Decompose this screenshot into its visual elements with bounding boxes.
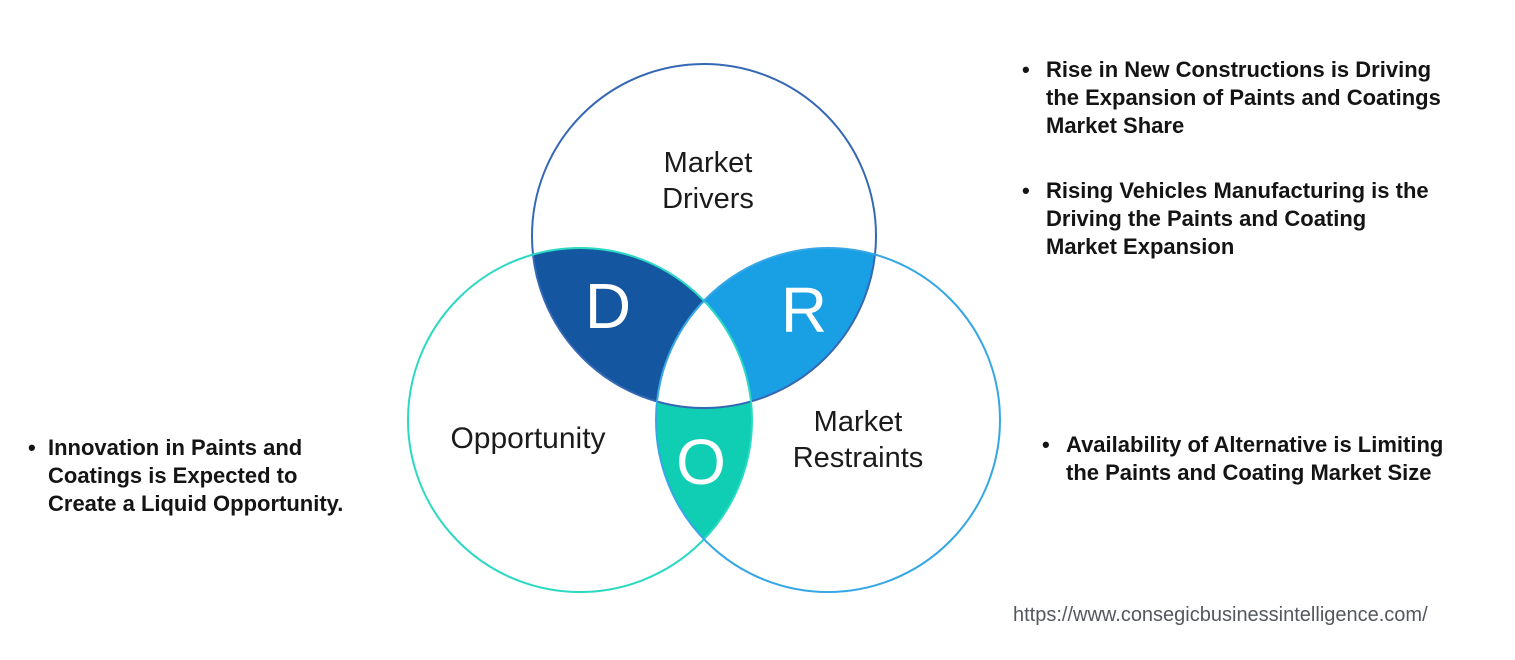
note-line: Rising Vehicles Manufacturing is the: [1046, 178, 1429, 203]
source-url: https://www.consegicbusinessintelligence…: [1013, 604, 1428, 626]
opportunity-label-line1: Opportunity: [450, 422, 606, 455]
restraints-circle-outline: [655, 247, 1001, 593]
restraints-overlap-letter: R: [780, 274, 828, 346]
restraints-label-line2: Restraints: [792, 442, 924, 474]
note-line: Create a Liquid Opportunity.: [48, 491, 344, 516]
drivers-opportunity-overlap: [532, 248, 752, 408]
bullet-icon: •: [28, 435, 36, 460]
market-drivers-notes: • Rise in New Constructions is Driving t…: [1022, 56, 1462, 261]
note-line: Coatings is Expected to: [48, 463, 298, 488]
note-line: Market Share: [1046, 113, 1185, 138]
note-line: Market Expansion: [1046, 234, 1235, 259]
restraints-label-line1: Market: [813, 406, 903, 438]
drivers-overlap-letter: D: [584, 270, 632, 342]
bullet-item: • Rise in New Constructions is Driving t…: [1022, 56, 1462, 140]
market-restraints-note: • Availability of Alternative is Limitin…: [1042, 431, 1472, 487]
drivers-restraints-overlap: [656, 248, 876, 408]
drivers-circle-outline: [531, 63, 877, 409]
note-line: Innovation in Paints and: [48, 435, 303, 460]
opportunity-note: • Innovation in Paints and Coatings is E…: [28, 434, 368, 518]
note-line: the Expansion of Paints and Coatings: [1046, 85, 1441, 110]
opportunity-circle-outline: [407, 247, 753, 593]
opportunity-overlap-letter: O: [676, 426, 726, 498]
note-line: Availability of Alternative is Limiting: [1066, 432, 1444, 457]
bullet-icon: •: [1022, 57, 1030, 82]
drivers-label: Market Drivers: [662, 145, 754, 217]
drivers-label-line1: Market: [663, 147, 753, 179]
bullet-item: • Availability of Alternative is Limitin…: [1042, 431, 1472, 487]
note-line: Driving the Paints and Coating: [1046, 206, 1367, 231]
restraints-label: Market Restraints: [793, 404, 924, 476]
bullet-item: • Rising Vehicles Manufacturing is the D…: [1022, 177, 1462, 261]
bullet-icon: •: [1042, 432, 1050, 457]
opportunity-label: Opportunity: [450, 421, 605, 457]
note-line: the Paints and Coating Market Size: [1066, 460, 1432, 485]
drivers-label-line2: Drivers: [662, 183, 754, 215]
venn-diagram: [407, 63, 1001, 593]
bullet-item: • Innovation in Paints and Coatings is E…: [28, 434, 368, 518]
note-line: Rise in New Constructions is Driving: [1046, 57, 1432, 82]
bullet-icon: •: [1022, 178, 1030, 203]
